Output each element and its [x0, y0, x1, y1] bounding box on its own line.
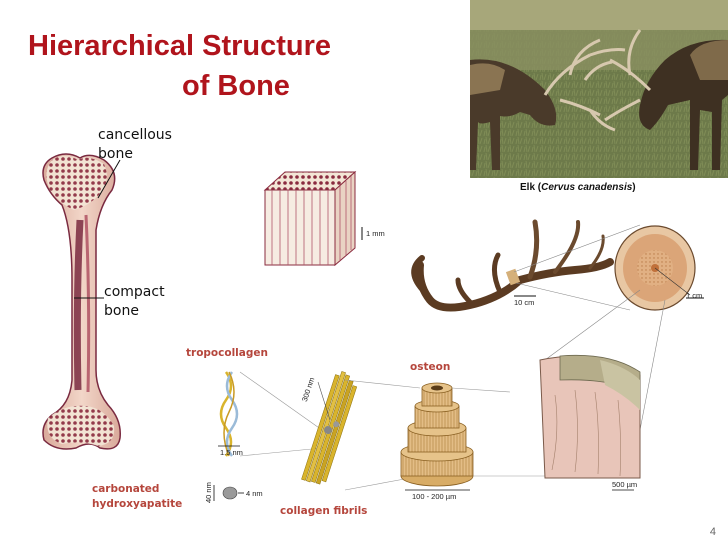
- page-title-line2: of Bone: [182, 70, 290, 102]
- scale-antler: 10 cm: [514, 298, 535, 307]
- label-compact-bone: compact bone: [104, 284, 165, 319]
- scale-crystal-height: 40 nm: [204, 482, 213, 503]
- antler-drawing: [411, 219, 641, 312]
- tropocollagen-helix: [218, 371, 323, 457]
- label-hydroxyapatite: carbonated hydroxyapatite: [92, 483, 183, 510]
- elk-photo: [470, 0, 728, 178]
- page-number: 4: [709, 526, 716, 538]
- hydroxyapatite-crystal: [213, 485, 244, 501]
- scale-osteon: 100 - 200 µm: [412, 492, 457, 501]
- scale-crystal-width: 4 nm: [246, 489, 263, 498]
- osteon-stack: [400, 382, 560, 491]
- scale-cube: 1 mm: [366, 229, 385, 238]
- scale-tropocollagen: 1.5 nm: [220, 448, 243, 457]
- elk-caption: Elk (Cervus canadensis): [520, 182, 636, 193]
- label-collagen-fibrils: collagen fibrils: [280, 505, 368, 517]
- page-title-line1: Hierarchical Structure: [28, 30, 332, 62]
- scale-cross-section: 1 cm: [686, 291, 703, 300]
- antler-cross-section: [544, 225, 704, 431]
- label-osteon: osteon: [410, 361, 451, 373]
- femur-illustration: [42, 153, 121, 450]
- scale-tissue: 500 µm: [612, 480, 638, 489]
- label-cancellous-bone: cancellous bone: [98, 127, 172, 162]
- bone-tissue-wedge: [539, 354, 641, 491]
- collagen-fibril-bundle: [301, 371, 421, 491]
- label-tropocollagen: tropocollagen: [186, 347, 268, 359]
- cancellous-cube: [263, 170, 363, 267]
